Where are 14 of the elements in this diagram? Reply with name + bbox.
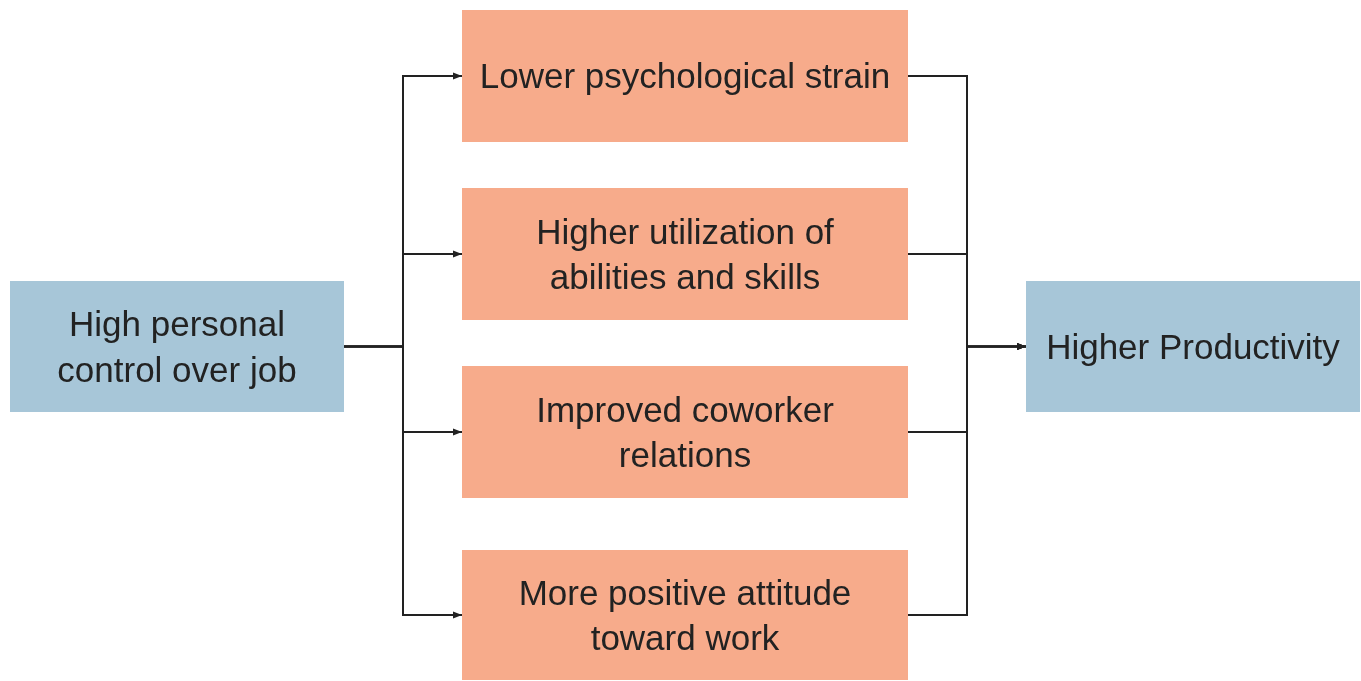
process-box bbox=[1026, 281, 1360, 412]
box-label: More positive attitude toward work bbox=[517, 571, 853, 659]
process-box bbox=[462, 188, 908, 320]
box-label: Higher utilization of abilities and skills bbox=[535, 210, 835, 298]
process-box bbox=[462, 366, 908, 498]
connector-arrow bbox=[343, 345, 463, 619]
box-label: High personal control over job bbox=[56, 303, 298, 391]
process-box bbox=[462, 10, 908, 142]
box-label: Higher Productivity bbox=[1046, 325, 1340, 368]
connector-arrow bbox=[907, 342, 1027, 616]
process-box bbox=[10, 281, 344, 412]
box-label: Lower psychological strain bbox=[479, 55, 891, 98]
box-label: Improved coworker relations bbox=[535, 388, 835, 476]
process-box bbox=[462, 550, 908, 680]
